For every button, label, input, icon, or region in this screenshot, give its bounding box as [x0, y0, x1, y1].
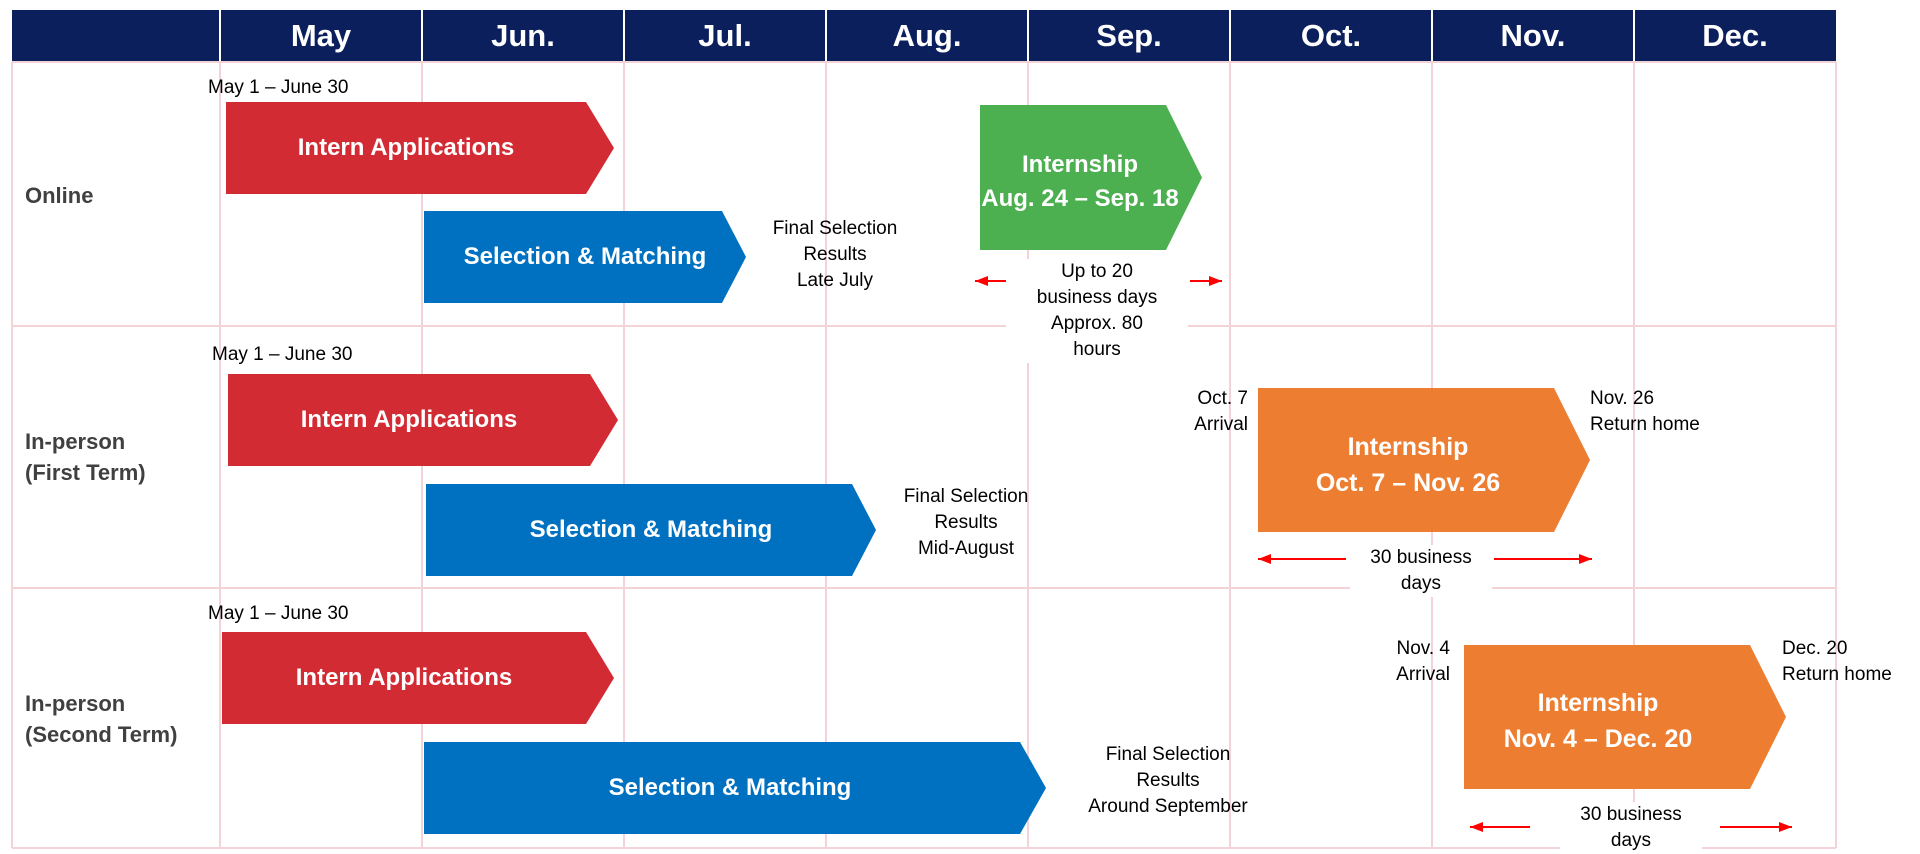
- first-term-result-note: Final Selection Results Mid-August: [903, 486, 1029, 559]
- second-term-duration-note: 30 business days: [1560, 802, 1702, 854]
- row-label-second-term: In-person (Second Term): [25, 691, 178, 747]
- first-term-return-note: Nov. 26 Return home: [1590, 388, 1700, 435]
- month-aug: Aug.: [892, 18, 962, 53]
- online-duration-note: Up to 20 business days Approx. 80 hours: [1006, 259, 1188, 363]
- second-term-duration-arrow-left-head: [1470, 822, 1483, 832]
- first-term-duration-arrow-right-head: [1579, 554, 1592, 564]
- first-term-duration-note: 30 business days: [1350, 545, 1492, 597]
- month-sep: Sep.: [1096, 18, 1162, 53]
- row-label-online: Online: [25, 183, 94, 208]
- first-term-applications-bar: [228, 374, 618, 466]
- online-period-note: May 1 – June 30: [208, 77, 349, 98]
- second-term-duration-arrow-right-head: [1779, 822, 1792, 832]
- second-term-internship-bar: [1464, 645, 1786, 789]
- first-term-internship-bar: [1258, 388, 1590, 532]
- second-term-applications-bar: [222, 632, 614, 724]
- online-internship-bar: [980, 105, 1202, 250]
- second-term-internship-label: Internship Nov. 4 – Dec. 20: [1503, 689, 1693, 753]
- online-selection-label: Selection & Matching: [463, 243, 707, 270]
- online-applications-label: Intern Applications: [297, 134, 515, 161]
- first-term-selection-label: Selection & Matching: [529, 516, 773, 543]
- online-duration-arrow-left-head: [975, 276, 988, 286]
- second-term-period-note: May 1 – June 30: [208, 603, 349, 624]
- month-jun: Jun.: [491, 18, 555, 53]
- online-applications-bar: [226, 102, 614, 194]
- online-result-note: Final Selection Results Late July: [772, 218, 898, 291]
- first-term-period-note: May 1 – June 30: [212, 344, 353, 365]
- online-duration-arrow-right-head: [1209, 276, 1222, 286]
- first-term-duration-arrow-left-head: [1258, 554, 1271, 564]
- month-nov: Nov.: [1500, 18, 1566, 53]
- second-term-return-note: Dec. 20 Return home: [1782, 638, 1892, 685]
- first-term-internship-label: Internship Oct. 7 – Nov. 26: [1315, 433, 1501, 497]
- second-term-applications-label: Intern Applications: [295, 664, 513, 691]
- second-term-result-note: Final Selection Results Around September: [1088, 744, 1248, 817]
- month-jul: Jul.: [698, 18, 752, 53]
- row-label-first-term: In-person (First Term): [25, 429, 146, 485]
- month-dec: Dec.: [1702, 18, 1768, 53]
- month-oct: Oct.: [1300, 18, 1362, 53]
- first-term-applications-label: Intern Applications: [300, 406, 518, 433]
- second-term-selection-bar: [424, 742, 1046, 834]
- online-internship-label: Internship Aug. 24 – Sep. 18: [981, 151, 1179, 212]
- month-may: May: [290, 18, 352, 53]
- first-term-arrival-note: Oct. 7 Arrival: [1194, 388, 1248, 435]
- header-band: [12, 10, 1836, 62]
- online-selection-bar: [424, 211, 746, 303]
- first-term-selection-bar: [426, 484, 876, 576]
- second-term-arrival-note: Nov. 4 Arrival: [1396, 638, 1450, 685]
- second-term-selection-label: Selection & Matching: [608, 774, 852, 801]
